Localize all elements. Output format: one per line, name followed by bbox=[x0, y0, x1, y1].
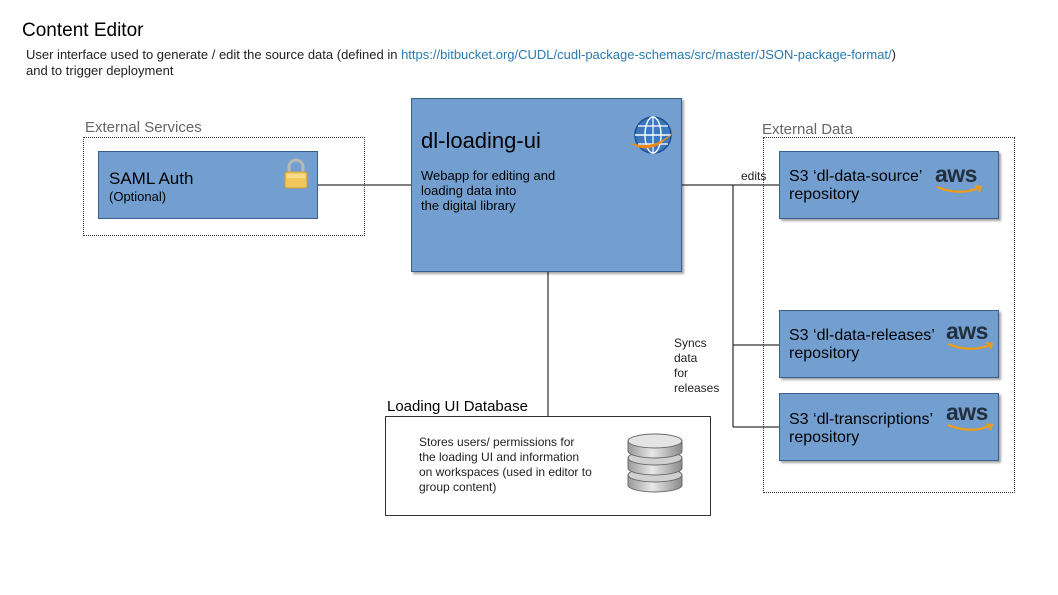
loading-ui-desc-1: Webapp for editing and bbox=[421, 168, 556, 183]
saml-auth-node[interactable]: SAML Auth (Optional) bbox=[98, 151, 318, 219]
loading-ui-node[interactable]: dl-loading-ui Webapp for editing and loa… bbox=[411, 98, 682, 272]
page-title: Content Editor bbox=[22, 20, 144, 41]
database-desc-4: group content) bbox=[419, 480, 497, 494]
external-services-label: External Services bbox=[85, 119, 202, 136]
database-desc-2: the loading UI and information bbox=[419, 450, 580, 464]
database-title: Loading UI Database bbox=[387, 398, 528, 415]
s3-data-source-label-1: S3 ‘dl-data-source’ bbox=[789, 168, 923, 185]
database-node[interactable]: Stores users/ permissions for the loadin… bbox=[385, 416, 711, 516]
loading-ui-desc-3: the digital library bbox=[421, 198, 516, 213]
edits-label: edits bbox=[741, 169, 767, 183]
aws-logo: aws bbox=[946, 400, 996, 438]
s3-data-releases-label-1: S3 ‘dl-data-releases’ bbox=[789, 327, 935, 344]
syncs-label: Syncs data for releases bbox=[674, 336, 719, 396]
s3-transcriptions-label-1: S3 ‘dl-transcriptions’ bbox=[789, 411, 934, 428]
aws-smile-icon bbox=[947, 423, 994, 431]
s3-data-source-node[interactable]: S3 ‘dl-data-source’ repository aws bbox=[779, 151, 999, 219]
description-text: User interface used to generate / edit t… bbox=[26, 47, 402, 62]
schema-link[interactable]: https://bitbucket.org/CUDL/cudl-package-… bbox=[401, 47, 892, 62]
syncs-label-line-2: data bbox=[674, 351, 698, 365]
saml-auth-title: SAML Auth bbox=[109, 169, 194, 188]
s3-data-releases-label-2: repository bbox=[789, 345, 860, 362]
external-services-group bbox=[83, 137, 365, 236]
aws-logo-text: aws bbox=[946, 318, 988, 344]
aws-logo-text: aws bbox=[946, 399, 988, 425]
aws-logo: aws bbox=[946, 319, 996, 357]
s3-data-releases-node[interactable]: S3 ‘dl-data-releases’ repository aws bbox=[779, 310, 999, 378]
database-desc-3: on workspaces (used in editor to bbox=[419, 465, 592, 479]
aws-logo-text: aws bbox=[935, 161, 977, 187]
database-icon bbox=[627, 433, 683, 493]
syncs-label-line-1: Syncs bbox=[674, 336, 707, 350]
syncs-label-line-4: releases bbox=[674, 381, 720, 395]
syncs-label-line-3: for bbox=[674, 366, 689, 380]
external-data-group bbox=[763, 137, 1015, 493]
s3-data-source-label-2: repository bbox=[789, 186, 860, 203]
external-data-label: External Data bbox=[762, 121, 853, 138]
padlock-icon bbox=[284, 158, 308, 189]
loading-ui-title: dl-loading-ui bbox=[421, 128, 541, 153]
s3-transcriptions-node[interactable]: S3 ‘dl-transcriptions’ repository aws bbox=[779, 393, 999, 461]
globe-icon bbox=[630, 116, 678, 154]
aws-smile-icon bbox=[947, 342, 994, 350]
s3-transcriptions-label-2: repository bbox=[789, 429, 860, 446]
description-line-2: and to trigger deployment bbox=[26, 63, 174, 78]
aws-smile-icon bbox=[936, 185, 983, 193]
aws-logo: aws bbox=[935, 162, 985, 200]
saml-auth-subtitle: (Optional) bbox=[109, 189, 167, 204]
loading-ui-desc-2: loading data into bbox=[421, 183, 517, 198]
database-desc-1: Stores users/ permissions for bbox=[419, 435, 575, 449]
page-description: User interface used to generate / edit t… bbox=[26, 47, 1006, 79]
description-text-end: ) bbox=[891, 47, 896, 62]
